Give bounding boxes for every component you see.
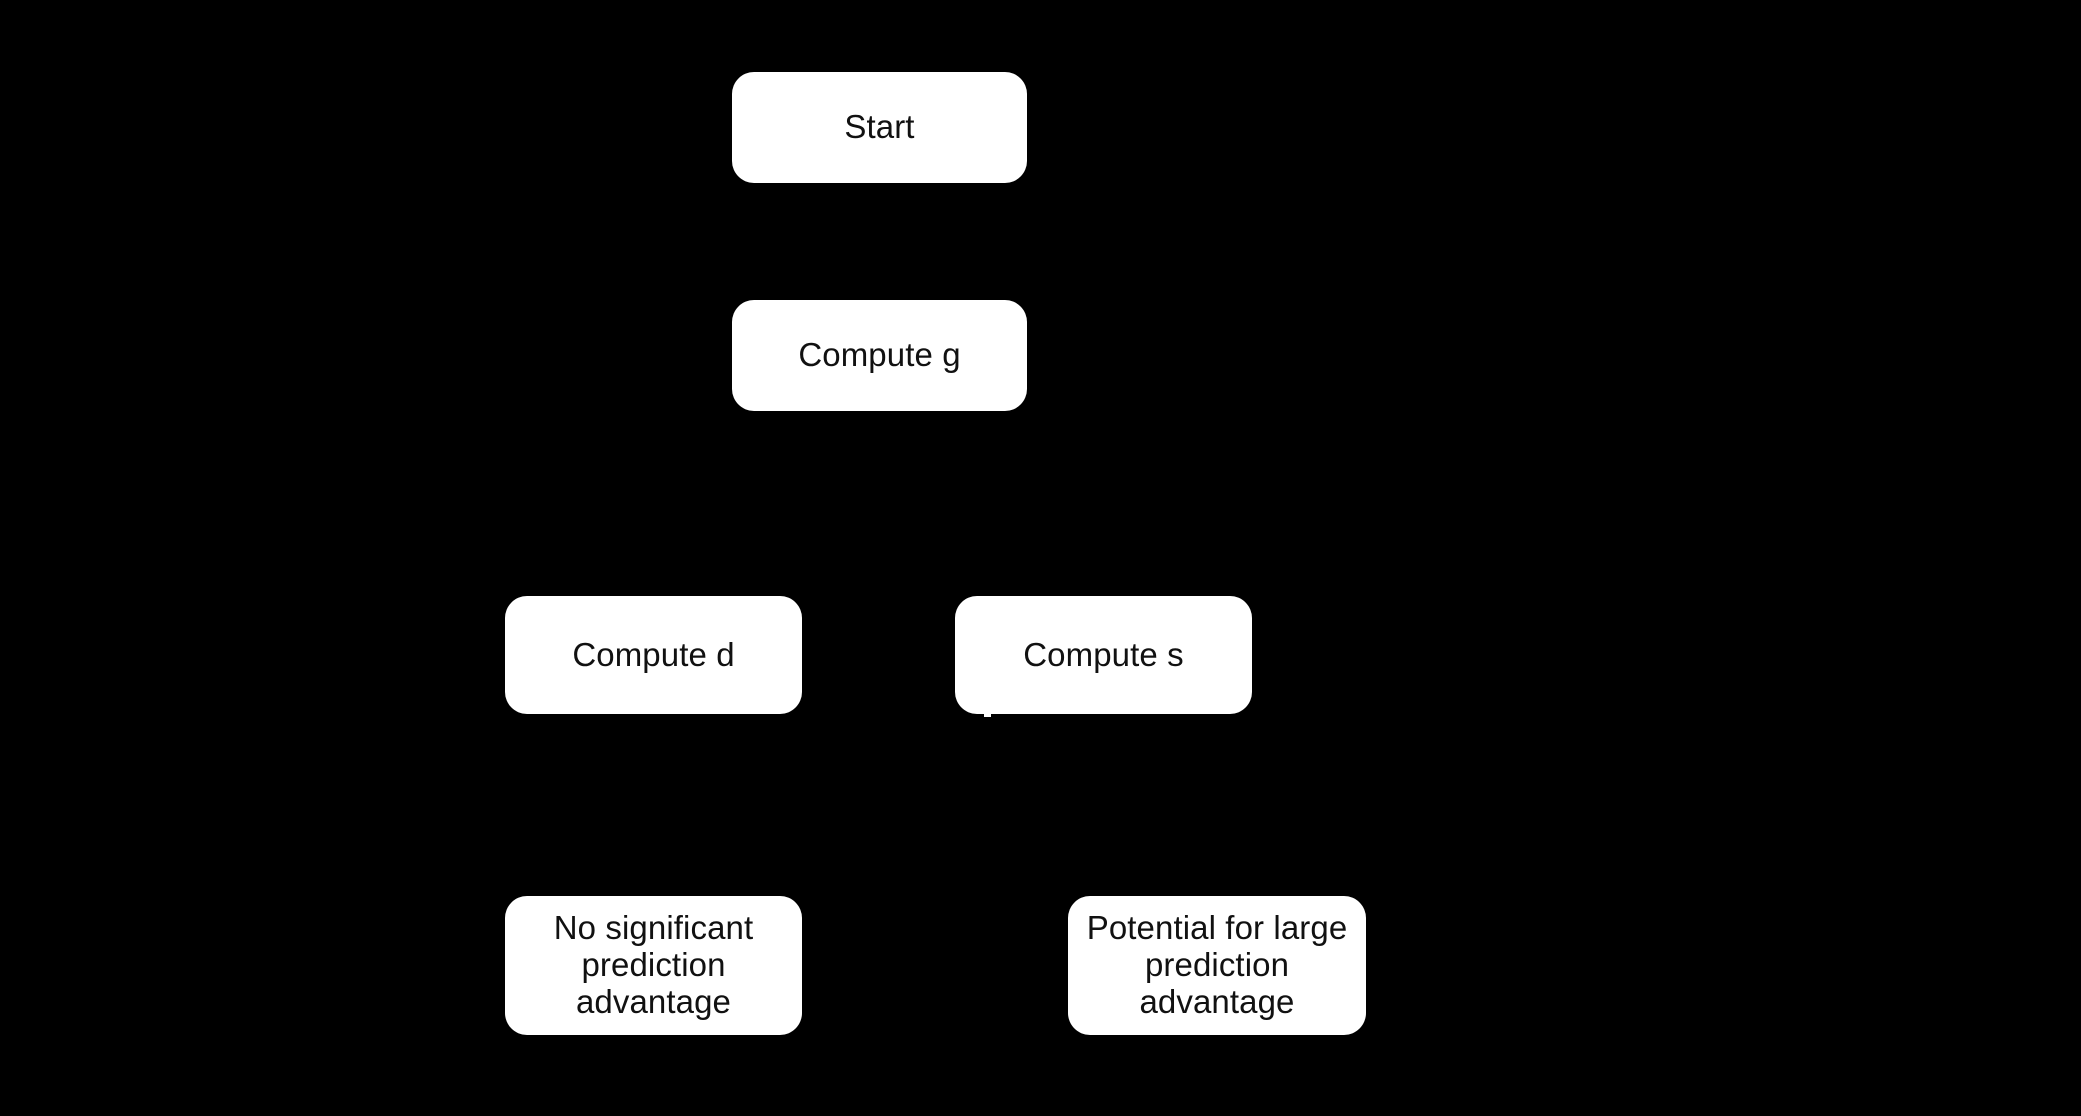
render-artifact [984,708,991,717]
node-no-significant-prediction-advantage[interactable]: No significant prediction advantage [505,896,802,1035]
node-compute-s[interactable]: Compute s [955,596,1252,714]
node-potential-for-large-prediction-advantage-label: Potential for large prediction advantage [1086,909,1348,1020]
node-compute-g-label: Compute g [798,336,961,374]
node-no-significant-prediction-advantage-label: No significant prediction advantage [553,909,754,1020]
node-start-label: Start [844,108,915,146]
edge-compute-g-to-compute-s [878,410,1108,589]
node-potential-for-large-prediction-advantage[interactable]: Potential for large prediction advantage [1068,896,1366,1035]
node-compute-d-label: Compute d [572,635,735,673]
edge-compute-s-to-large-advantage [1102,714,1221,889]
node-compute-g[interactable]: Compute g [732,300,1027,411]
node-compute-d[interactable]: Compute d [505,596,802,714]
node-compute-s-label: Compute s [1023,635,1184,673]
node-start[interactable]: Start [732,72,1027,183]
edge-compute-g-to-compute-d [649,410,882,589]
